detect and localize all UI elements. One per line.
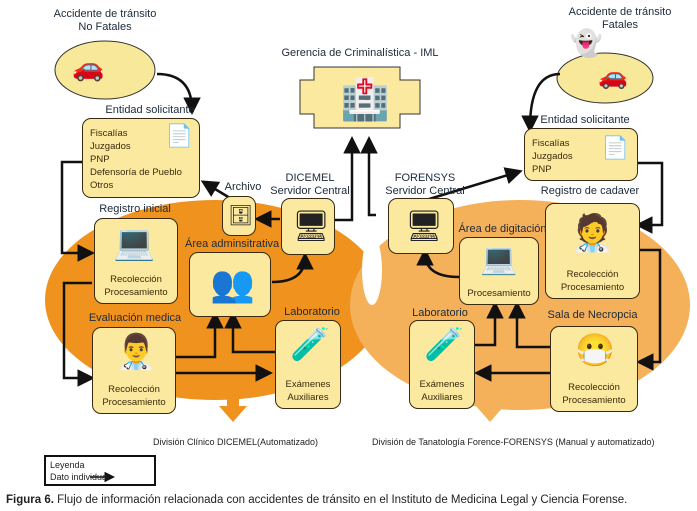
server-icon: 🖥 bbox=[405, 210, 444, 243]
right-entity-box: Fiscalías Juzgados PNP 📄 bbox=[524, 128, 638, 181]
area-digitacion-box: 💻 Procesamiento bbox=[459, 237, 539, 305]
woman-computer-icon: 💻 bbox=[480, 243, 518, 276]
iml-building-frame bbox=[299, 66, 421, 129]
woman-computer-icon: 💻 bbox=[113, 224, 156, 262]
area-administrativa-box: 👥 bbox=[189, 252, 271, 317]
entity-item: Defensoría de Pueblo bbox=[90, 167, 182, 178]
dicemel-output-arrow bbox=[219, 392, 247, 422]
archivo-title: Archivo bbox=[224, 181, 262, 193]
entity-item: Juzgados bbox=[532, 151, 573, 162]
forensys-server-label: FORENSYS Servidor Central bbox=[380, 172, 470, 198]
left-entity-title: Entidad solicitante bbox=[105, 104, 195, 116]
surgeon-icon: 😷 bbox=[575, 332, 615, 368]
entity-item: PNP bbox=[532, 164, 552, 175]
forensys-output-arrow bbox=[476, 392, 504, 422]
evaluacion-medica-title: Evaluación medica bbox=[88, 312, 182, 324]
documents-icon: 📄 bbox=[601, 135, 629, 160]
dicemel-server-line2: Servidor Central bbox=[270, 185, 350, 197]
right-entity-list: Fiscalías Juzgados PNP bbox=[532, 137, 573, 176]
iml-title: Gerencia de Criminalística - IML bbox=[281, 47, 439, 59]
right-lab-title: Laboratorio bbox=[412, 307, 468, 319]
car-crash-icon: 🚗 bbox=[72, 52, 105, 82]
figure-caption: Figura 6. Flujo de información relaciona… bbox=[6, 494, 627, 506]
left-lab-title: Laboratorio bbox=[284, 306, 340, 318]
dicemel-server-label: DICEMEL Servidor Central bbox=[270, 172, 350, 198]
center-gap bbox=[362, 235, 382, 305]
dicemel-server-box: 🖥 bbox=[281, 198, 335, 255]
scientist-icon: 🧪 bbox=[290, 326, 330, 362]
car-crash-fatal-icon: 🚗 bbox=[598, 63, 628, 90]
area-administrativa-title: Área adminsitrativa bbox=[185, 238, 280, 250]
entity-item: Otros bbox=[90, 180, 114, 191]
archivo-box: 🗄 bbox=[222, 196, 256, 236]
scientist-icon: 🧪 bbox=[424, 326, 464, 362]
dicemel-division-label: División Clínico DICEMEL(Automatizado) bbox=[153, 437, 319, 447]
accident-nonfatal-label: Accidente de tránsito No Fatales bbox=[40, 8, 170, 34]
registro-inicial-title: Registro inicial bbox=[99, 203, 171, 215]
office-workers-icon: 👥 bbox=[210, 263, 255, 304]
area-digitacion-title: Área de digitación bbox=[458, 223, 547, 235]
documents-icon: 📄 bbox=[165, 123, 193, 148]
dicemel-server-line1: DICEMEL bbox=[285, 172, 335, 184]
forensys-server-line2: Servidor Central bbox=[385, 185, 465, 197]
sala-necropcia-title: Sala de Necropcia bbox=[547, 309, 638, 321]
doctor-icon: 👨‍⚕️ bbox=[115, 333, 158, 371]
registro-cadaver-title: Registro de cadaver bbox=[540, 185, 640, 197]
ghost-icon: 👻 bbox=[570, 28, 603, 58]
server-icon: 🖥 bbox=[292, 210, 331, 243]
entity-item: PNP bbox=[90, 154, 110, 165]
accident-nonfatal-ellipse bbox=[54, 40, 156, 100]
forensys-server-box: 🖥 bbox=[388, 198, 454, 254]
accident-fatal-ellipse bbox=[556, 52, 654, 104]
accident-fatal-line1: Accidente de tránsito bbox=[568, 6, 672, 18]
forensys-server-line1: FORENSYS bbox=[394, 172, 456, 184]
hospital-building-icon: 🏥 bbox=[340, 78, 390, 122]
entity-item: Fiscalías bbox=[90, 128, 128, 139]
figure-caption-text: Flujo de información relacionada con acc… bbox=[53, 494, 628, 506]
filing-cabinet-icon: 🗄 bbox=[228, 205, 254, 227]
entity-item: Juzgados bbox=[90, 141, 131, 152]
accident-fatal-label: Accidente de tránsito Fatales bbox=[555, 6, 685, 32]
area-digitacion-text: Procesamiento bbox=[467, 288, 531, 299]
figure-number: Figura 6. bbox=[6, 494, 54, 506]
left-entity-box: Fiscalías Juzgados PNP Defensoría de Pue… bbox=[82, 118, 200, 198]
legend-box: Leyenda Dato individual bbox=[44, 455, 156, 486]
accident-nonfatal-line1: Accidente de tránsito bbox=[53, 8, 157, 20]
legend-item: Dato individual bbox=[50, 472, 110, 482]
legend-title: Leyenda bbox=[50, 460, 85, 470]
entity-item: Fiscalías bbox=[532, 138, 570, 149]
right-entity-title: Entidad solicitante bbox=[540, 114, 630, 126]
accident-nonfatal-line2: No Fatales bbox=[78, 21, 132, 33]
accident-fatal-line2: Fatales bbox=[601, 19, 639, 31]
left-entity-list: Fiscalías Juzgados PNP Defensoría de Pue… bbox=[90, 127, 182, 192]
forensys-division-label: División de Tanatología Forence-FORENSYS… bbox=[372, 437, 655, 447]
forensic-team-icon: 🧑‍⚕️ bbox=[570, 212, 615, 253]
